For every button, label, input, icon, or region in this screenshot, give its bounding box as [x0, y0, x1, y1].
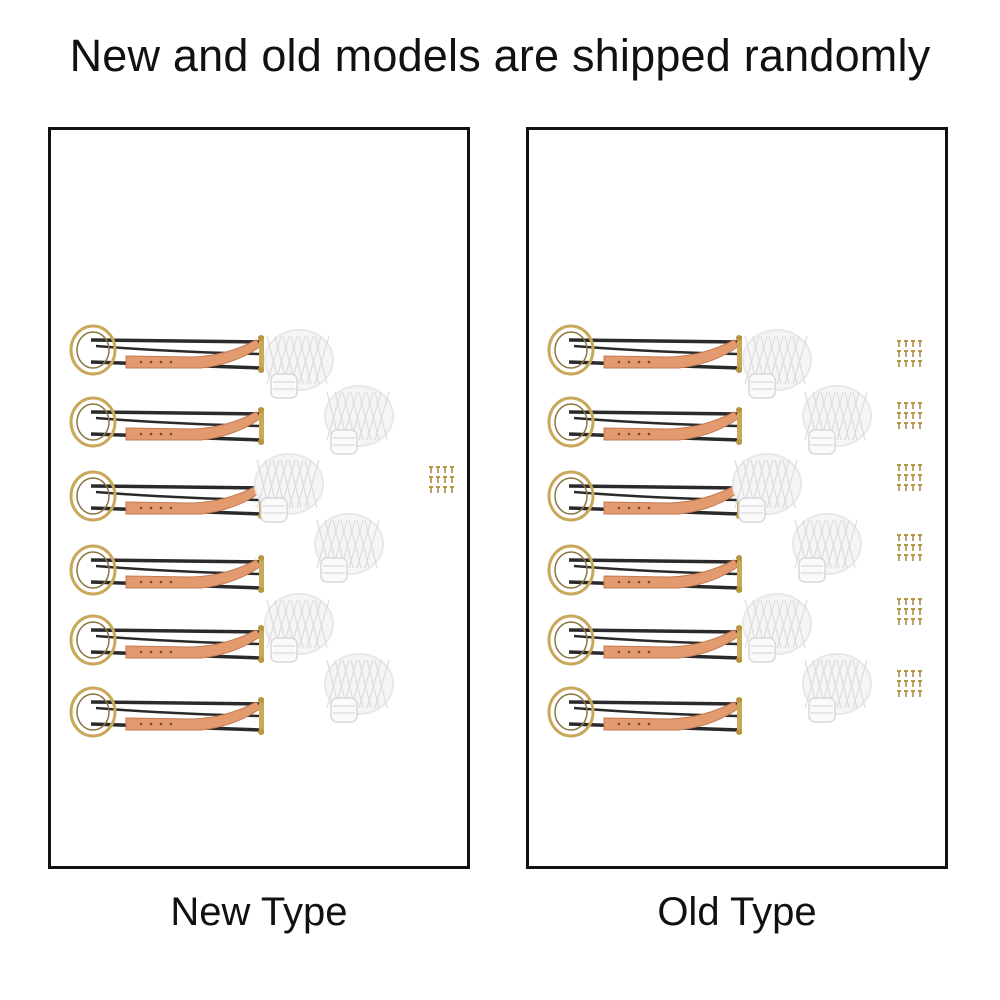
new-type-panel [48, 127, 470, 869]
slingshot-band-assembly [69, 396, 264, 448]
old-type-panel [526, 127, 948, 869]
slingshot-band-assembly [547, 544, 742, 596]
slingshot-band-assembly [547, 324, 742, 376]
slingshot-band-assembly [69, 544, 264, 596]
screw-set [897, 402, 922, 429]
mesh-pouch [324, 385, 394, 455]
mesh-pouch [314, 513, 384, 583]
screw-set [897, 464, 922, 491]
slingshot-band-assembly [69, 614, 264, 666]
mesh-pouch [742, 593, 812, 663]
screw-set [897, 534, 922, 561]
mesh-pouch [802, 653, 872, 723]
slingshot-band-assembly [69, 686, 264, 738]
screw-set [429, 466, 454, 493]
mesh-pouch [264, 593, 334, 663]
new-type-caption: New Type [170, 890, 348, 934]
mesh-pouch [792, 513, 862, 583]
headline: New and old models are shipped randomly [69, 30, 931, 81]
new-type-product-photo [69, 324, 454, 738]
mesh-pouch [254, 453, 324, 523]
slingshot-band-assembly [69, 470, 264, 522]
slingshot-band-assembly [69, 324, 264, 376]
mesh-pouch [264, 329, 334, 399]
old-type-product-photo [547, 324, 922, 738]
mesh-pouch [324, 653, 394, 723]
screw-set [897, 598, 922, 625]
slingshot-band-assembly [547, 470, 742, 522]
slingshot-band-assembly [547, 614, 742, 666]
mesh-pouch [732, 453, 802, 523]
screw-set [897, 340, 922, 367]
slingshot-band-assembly [547, 396, 742, 448]
screw-set [897, 670, 922, 697]
old-type-caption: Old Type [657, 890, 817, 934]
mesh-pouch [742, 329, 812, 399]
mesh-pouch [802, 385, 872, 455]
slingshot-band-assembly [547, 686, 742, 738]
